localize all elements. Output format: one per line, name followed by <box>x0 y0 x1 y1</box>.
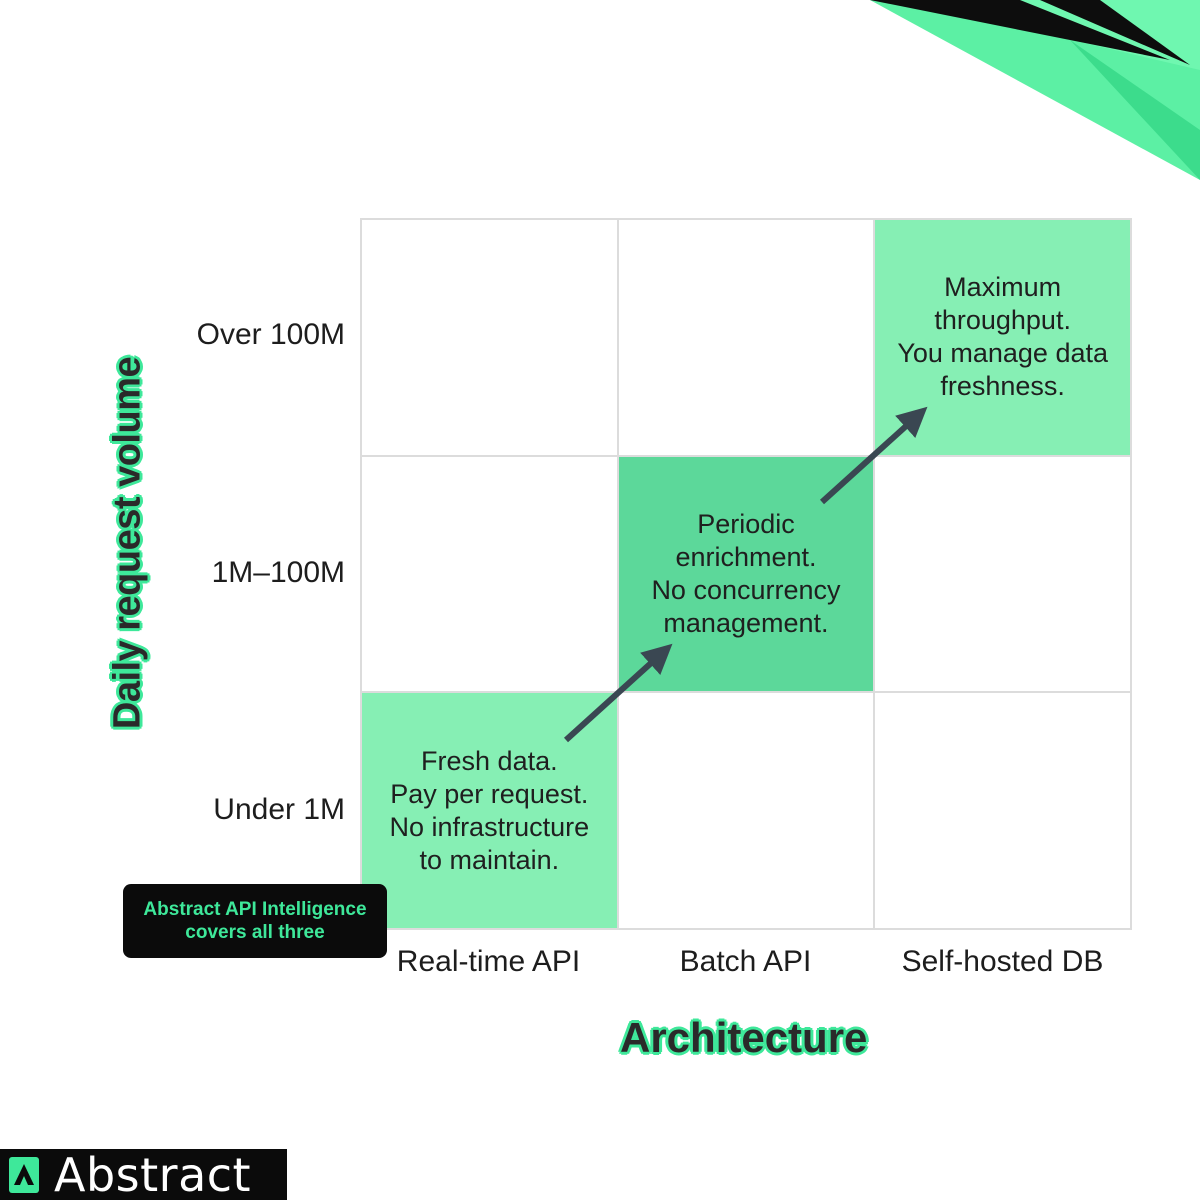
abstract-logo-icon <box>0 1149 48 1200</box>
abstract-logo: Abstract <box>0 1147 287 1202</box>
logo-wordmark: Abstract <box>54 1147 252 1202</box>
cell-text-realtime: Fresh data. Pay per request. No infrastr… <box>389 745 590 875</box>
y-axis-title: Daily request volume <box>106 356 149 730</box>
cell-over100m-realtime <box>361 219 618 456</box>
corner-decoration <box>870 0 1200 180</box>
cell-mid-realtime <box>361 455 618 693</box>
cell-under1m-batch <box>617 692 875 929</box>
column-label-self-hosted-db: Self-hosted DB <box>901 945 1104 978</box>
column-label-batch-api: Batch API <box>679 945 812 978</box>
cell-under1m-selfhosted <box>874 692 1131 929</box>
row-label-1m-100m: 1M–100M <box>211 556 345 589</box>
coverage-badge: Abstract API Intelligence covers all thr… <box>123 884 387 958</box>
row-label-under-1m: Under 1M <box>213 793 345 826</box>
cell-over100m-batch <box>617 219 875 456</box>
cell-over100m-selfhosted: Maximum throughput. You manage data fres… <box>874 219 1131 456</box>
row-label-over-100m: Over 100M <box>196 318 345 351</box>
cell-mid-batch: Periodic enrichment. No concurrency mana… <box>617 455 875 693</box>
architecture-matrix: Maximum throughput. You manage data fres… <box>360 218 1132 930</box>
cell-text-batch: Periodic enrichment. No concurrency mana… <box>651 508 841 638</box>
cell-mid-selfhosted <box>874 455 1131 693</box>
cell-under1m-realtime: Fresh data. Pay per request. No infrastr… <box>361 692 618 929</box>
x-axis-title: Architecture <box>620 1014 868 1061</box>
cell-text-selfhosted: Maximum throughput. You manage data fres… <box>897 272 1108 402</box>
column-label-realtime-api: Real-time API <box>396 945 581 978</box>
